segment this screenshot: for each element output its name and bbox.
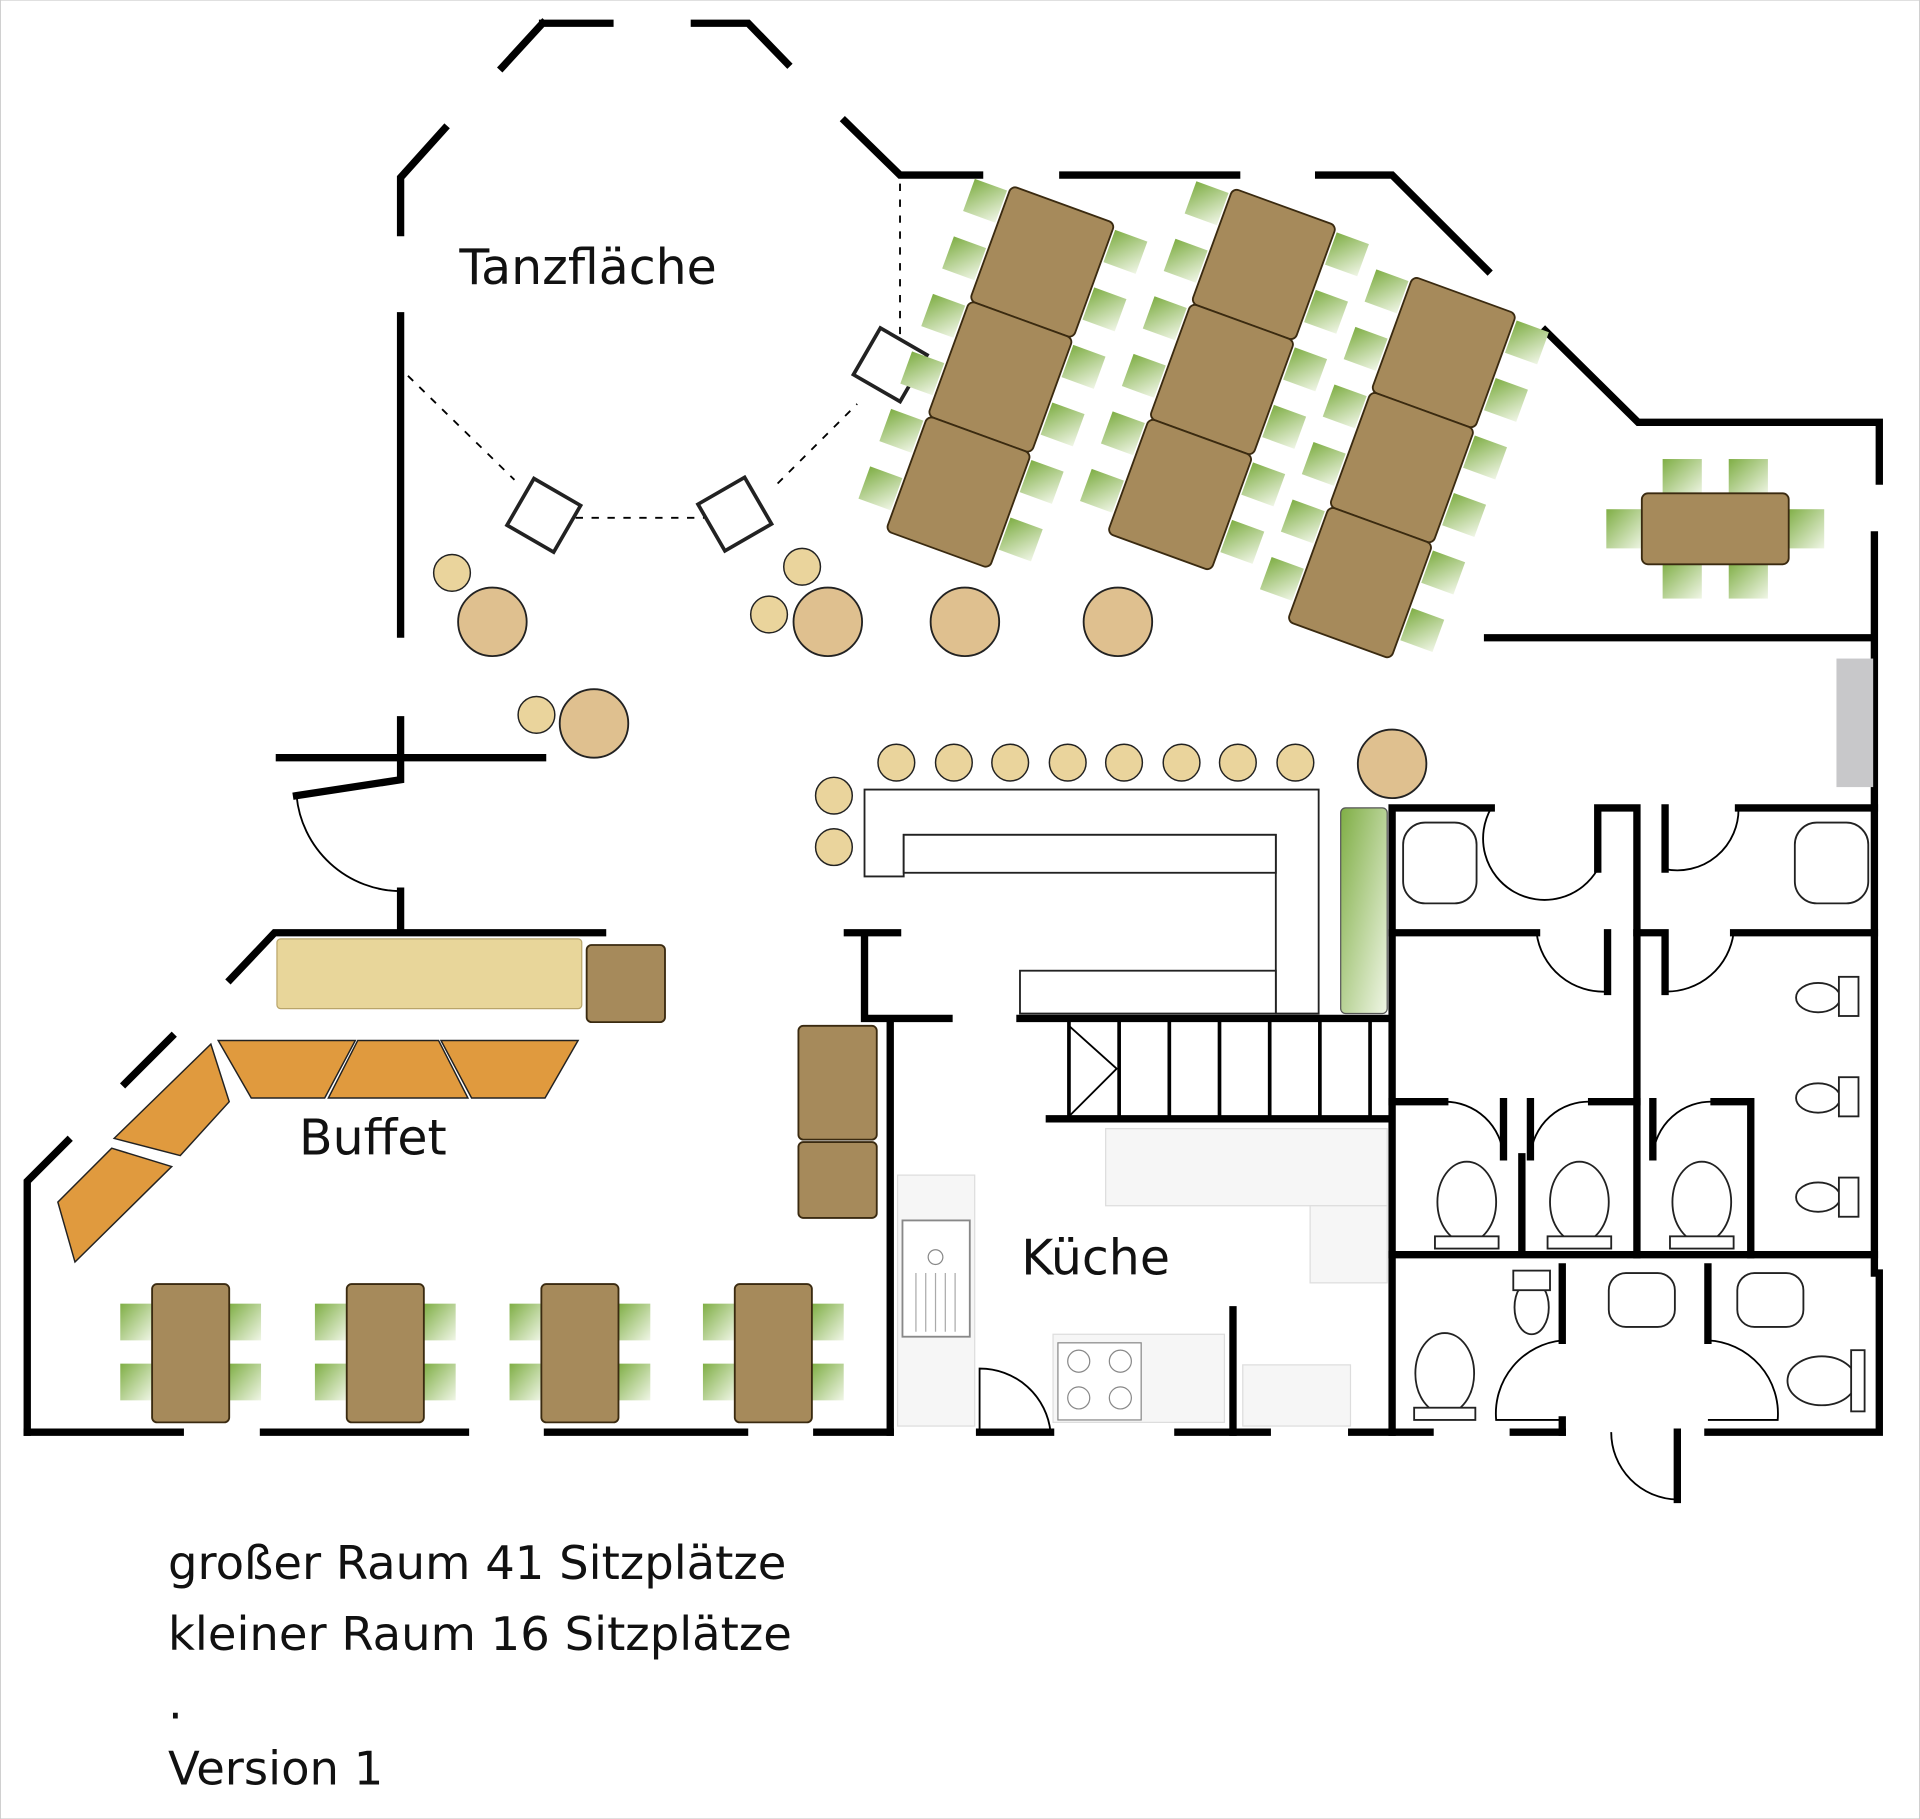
sanitary bbox=[1402, 821, 1870, 1421]
table-row-2 bbox=[1080, 181, 1369, 571]
table-row-1 bbox=[858, 178, 1148, 568]
radiator bbox=[1836, 658, 1874, 788]
speaker bbox=[695, 474, 775, 554]
dance-floor: Tanzfläche bbox=[407, 183, 930, 555]
round-tables bbox=[432, 547, 1428, 800]
buffet-label: Buffet bbox=[299, 1109, 447, 1166]
note-small-room: kleiner Raum 16 Sitzplätze bbox=[168, 1607, 792, 1661]
sink-icon bbox=[1607, 1272, 1676, 1328]
kitchen: Küche bbox=[896, 1128, 1388, 1427]
sink-icon bbox=[1793, 821, 1870, 905]
urinals bbox=[1795, 975, 1860, 1218]
table-row-3 bbox=[1259, 269, 1549, 659]
speaker bbox=[504, 476, 584, 555]
small-room-table bbox=[1606, 459, 1825, 599]
kitchen-label: Küche bbox=[1021, 1229, 1170, 1286]
notes: großer Raum 41 Sitzplätze kleiner Raum 1… bbox=[168, 1536, 792, 1796]
toilets bbox=[1413, 1160, 1866, 1421]
walls bbox=[23, 18, 1883, 1504]
note-version: Version 1 bbox=[168, 1742, 383, 1796]
note-dot: . bbox=[168, 1676, 183, 1730]
dance-floor-label: Tanzfläche bbox=[458, 239, 716, 296]
buffet: Buffet bbox=[57, 938, 666, 1264]
stove bbox=[1057, 1342, 1142, 1421]
bottom-tables bbox=[120, 1283, 844, 1424]
sink-icon bbox=[1402, 821, 1478, 905]
bar-counter bbox=[797, 743, 1388, 1219]
sink-icon bbox=[1736, 1272, 1805, 1328]
note-large-room: großer Raum 41 Sitzplätze bbox=[168, 1536, 786, 1590]
